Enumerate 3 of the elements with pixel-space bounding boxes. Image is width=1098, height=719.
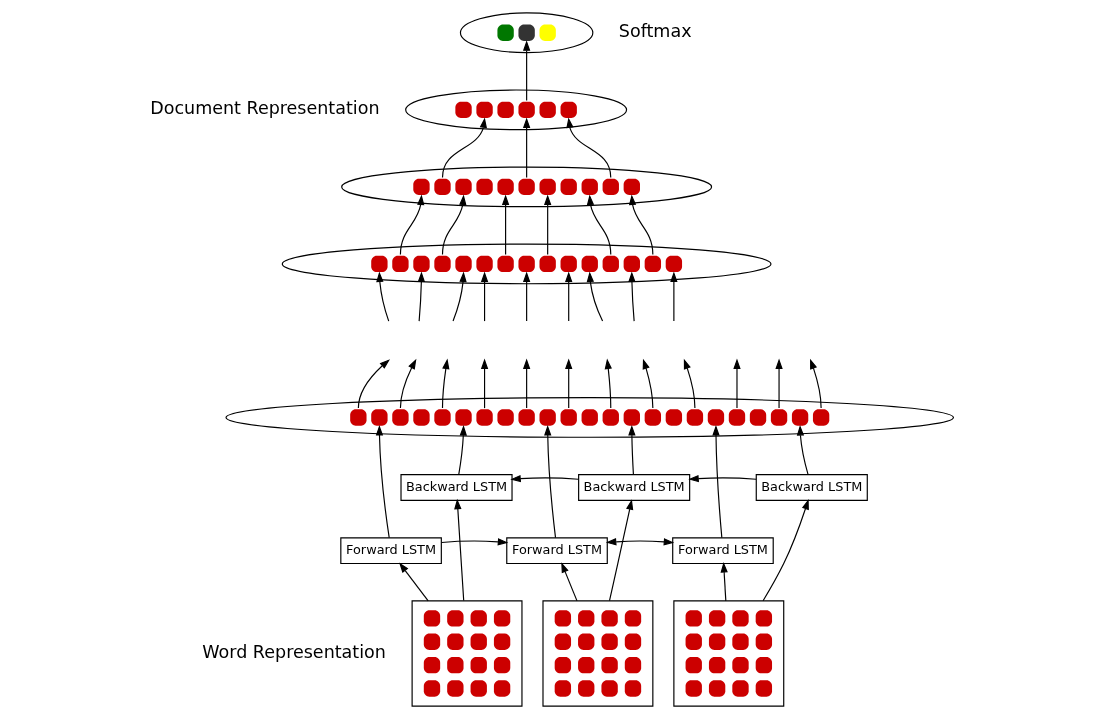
node-label: Document Representation [149,97,380,118]
node-label: Softmax [618,20,692,41]
node-label: Word Representation [201,641,386,662]
